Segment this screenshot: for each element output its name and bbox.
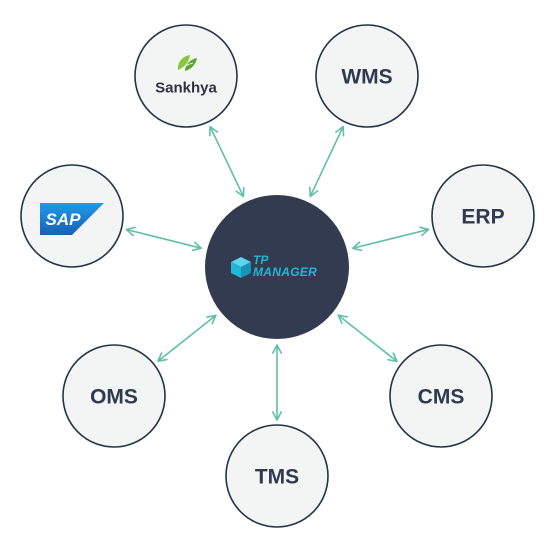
arrowhead-oms-node-end xyxy=(157,352,168,363)
connector-line-sap xyxy=(126,228,202,249)
arrowhead-oms-hub-end xyxy=(206,314,217,325)
box-icon xyxy=(231,257,251,278)
arrowhead-tms-node-end xyxy=(272,411,282,421)
connector-line-erp xyxy=(352,228,429,250)
node-erp[interactable]: ERP xyxy=(431,164,535,268)
hub-logo-line2: MANAGER xyxy=(253,265,317,279)
hub-node[interactable]: TP MANAGER xyxy=(205,195,349,339)
arrowhead-sap-node-end xyxy=(125,226,136,237)
arrowhead-sankhya-hub-end xyxy=(235,186,245,198)
arrowhead-tms-hub-end xyxy=(272,344,282,354)
node-sap[interactable]: SAP xyxy=(20,164,124,268)
node-wms[interactable]: WMS xyxy=(315,24,419,128)
hub-logo-line1: TP xyxy=(253,253,269,267)
connector-line-wms xyxy=(309,126,344,197)
arrowhead-sap-hub-end xyxy=(191,241,203,252)
arrowhead-erp-node-end xyxy=(419,226,430,237)
arrowhead-wms-node-end xyxy=(335,125,345,137)
sankhya-leaf-icon xyxy=(177,55,197,73)
arrowhead-cms-node-end xyxy=(387,352,398,363)
arrowhead-erp-hub-end xyxy=(351,241,363,252)
arrowhead-sankhya-node-end xyxy=(208,125,219,137)
sap-logo-text: SAP xyxy=(46,210,82,229)
tms-label: TMS xyxy=(255,466,299,489)
oms-label: OMS xyxy=(90,386,138,409)
connector-line-sankhya xyxy=(209,126,245,197)
wms-label: WMS xyxy=(341,66,392,89)
cms-label: CMS xyxy=(418,386,465,409)
sap-logo: SAP xyxy=(40,203,104,235)
arrowhead-cms-hub-end xyxy=(337,314,348,325)
sankhya-label: Sankhya xyxy=(155,80,217,97)
node-oms[interactable]: OMS xyxy=(62,344,166,448)
connector-line-cms xyxy=(337,314,398,363)
connectors-group xyxy=(125,125,430,421)
node-sankhya[interactable]: Sankhya xyxy=(134,24,238,128)
node-tms[interactable]: TMS xyxy=(225,424,329,528)
erp-label: ERP xyxy=(461,206,504,229)
connector-line-oms xyxy=(157,314,217,362)
node-cms[interactable]: CMS xyxy=(389,344,493,448)
arrowhead-wms-hub-end xyxy=(309,186,319,198)
